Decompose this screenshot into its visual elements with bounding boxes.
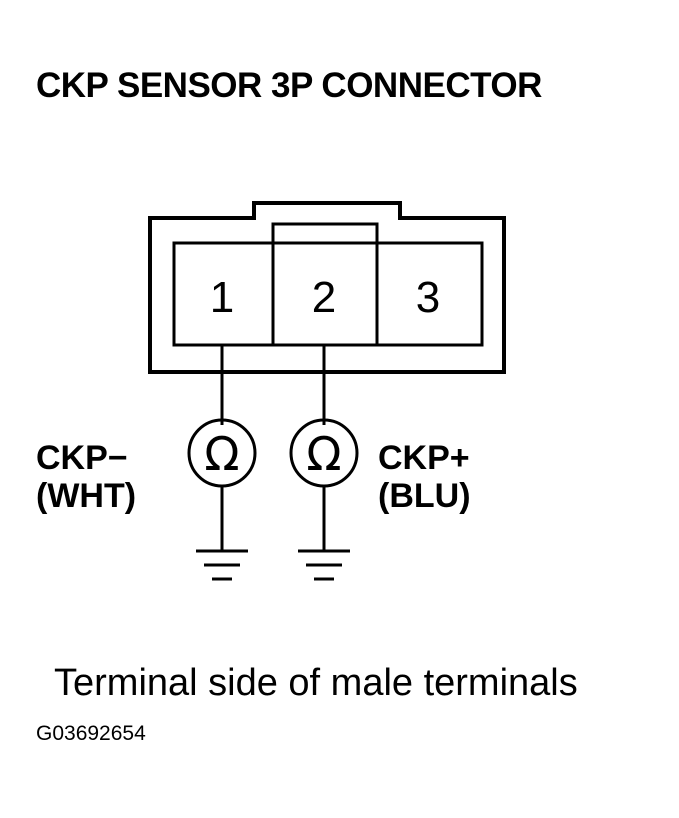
wire-left-signal: CKP− [36,439,128,477]
wire-label-left: CKP− (WHT) [36,439,136,515]
terminal-2-outline [271,222,379,345]
wire-right-signal: CKP+ [378,439,470,477]
wire-right-color: (BLU) [378,477,471,516]
wire-label-right: CKP+ (BLU) [378,439,471,515]
ground-right-icon [298,549,350,581]
terminal-1-number: 1 [210,273,234,322]
diagram-title: CKP SENSOR 3P CONNECTOR [36,66,542,105]
terminal-frame [172,241,484,347]
connector-housing [148,201,506,374]
terminal-2-number: 2 [312,273,336,322]
figure-id: G03692654 [36,722,146,745]
ohm-symbol-left: Ω [204,427,239,481]
wire-left-color: (WHT) [36,477,137,516]
ground-left-icon [196,549,248,581]
ohm-symbol-right: Ω [306,427,341,481]
diagram-caption: Terminal side of male terminals [54,662,578,704]
terminal-3-number: 3 [416,273,440,322]
